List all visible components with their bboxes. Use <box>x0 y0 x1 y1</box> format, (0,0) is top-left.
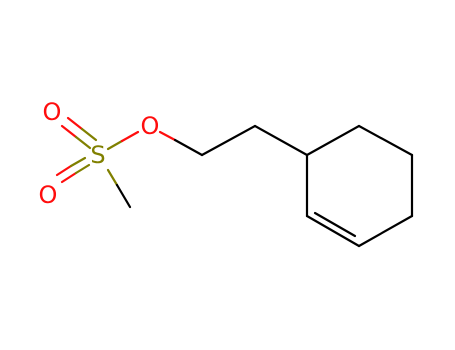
atom-labels: O O S O <box>39 98 160 209</box>
atom-o-ester: O <box>141 112 160 140</box>
bond-ch2-ch2 <box>200 124 257 157</box>
bond-s-o-top-double <box>60 116 98 150</box>
bond-ring-4 <box>357 214 414 248</box>
bonds <box>55 116 414 248</box>
bond-s-o-bottom-double <box>55 156 91 184</box>
bond-s-methyl <box>106 168 132 209</box>
atom-o-bottom: O <box>39 181 58 209</box>
atom-sulfur: S <box>90 141 105 169</box>
bond-o-ch2 <box>158 130 204 157</box>
bond-ring-2 <box>357 124 414 157</box>
bond-ring-1 <box>305 124 361 157</box>
atom-o-top: O <box>43 98 62 126</box>
bond-ring-5-double <box>305 211 361 248</box>
bond-s-o-ester <box>106 130 140 151</box>
bond-ch2-ring <box>253 124 309 157</box>
